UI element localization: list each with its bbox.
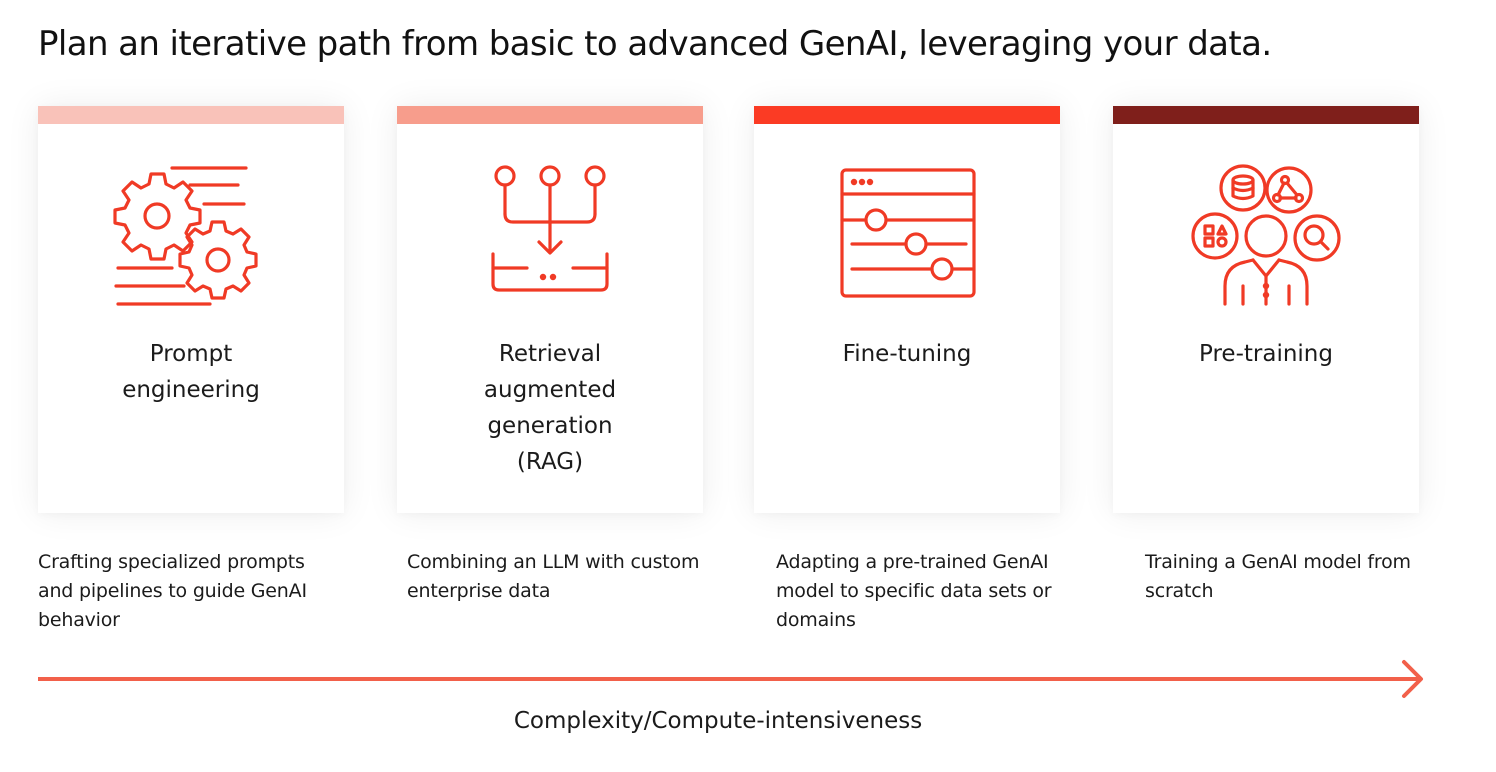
- person-data-icon: [1181, 152, 1351, 322]
- stage-title: Fine-tuning: [842, 341, 972, 367]
- stage-title: Prompt engineering: [122, 341, 260, 403]
- stage-description-pre-training: Training a GenAI model from scratch: [1145, 551, 1411, 602]
- stage-card-fine-tuning: Fine-tuning: [754, 106, 1060, 513]
- stage-color-bar: [754, 106, 1060, 124]
- stage-card-pre-training: Pre-training: [1113, 106, 1419, 513]
- stage-card-rag: Retrieval augmented generation (RAG): [397, 106, 703, 513]
- stage-description-prompt-engineering: Crafting specialized prompts and pipelin…: [38, 551, 307, 631]
- stage-color-bar: [38, 106, 344, 124]
- complexity-arrow: [38, 660, 1423, 698]
- axis-label: Complexity/Compute-intensiveness: [513, 708, 923, 734]
- stage-description-fine-tuning: Adapting a pre-trained GenAI model to sp…: [776, 551, 1052, 631]
- retrieval-merge-icon: [465, 152, 635, 322]
- stage-card-prompt-engineering: Prompt engineering: [38, 106, 344, 513]
- gears-icon: [106, 152, 276, 322]
- page-subtitle: Plan an iterative path from basic to adv…: [38, 24, 1272, 64]
- stage-description-rag: Combining an LLM with custom enterprise …: [407, 551, 700, 602]
- sliders-window-icon: [822, 152, 992, 322]
- stage-title: Retrieval augmented generation (RAG): [483, 341, 617, 475]
- stage-color-bar: [1113, 106, 1419, 124]
- stage-color-bar: [397, 106, 703, 124]
- stage-title: Pre-training: [1199, 341, 1333, 367]
